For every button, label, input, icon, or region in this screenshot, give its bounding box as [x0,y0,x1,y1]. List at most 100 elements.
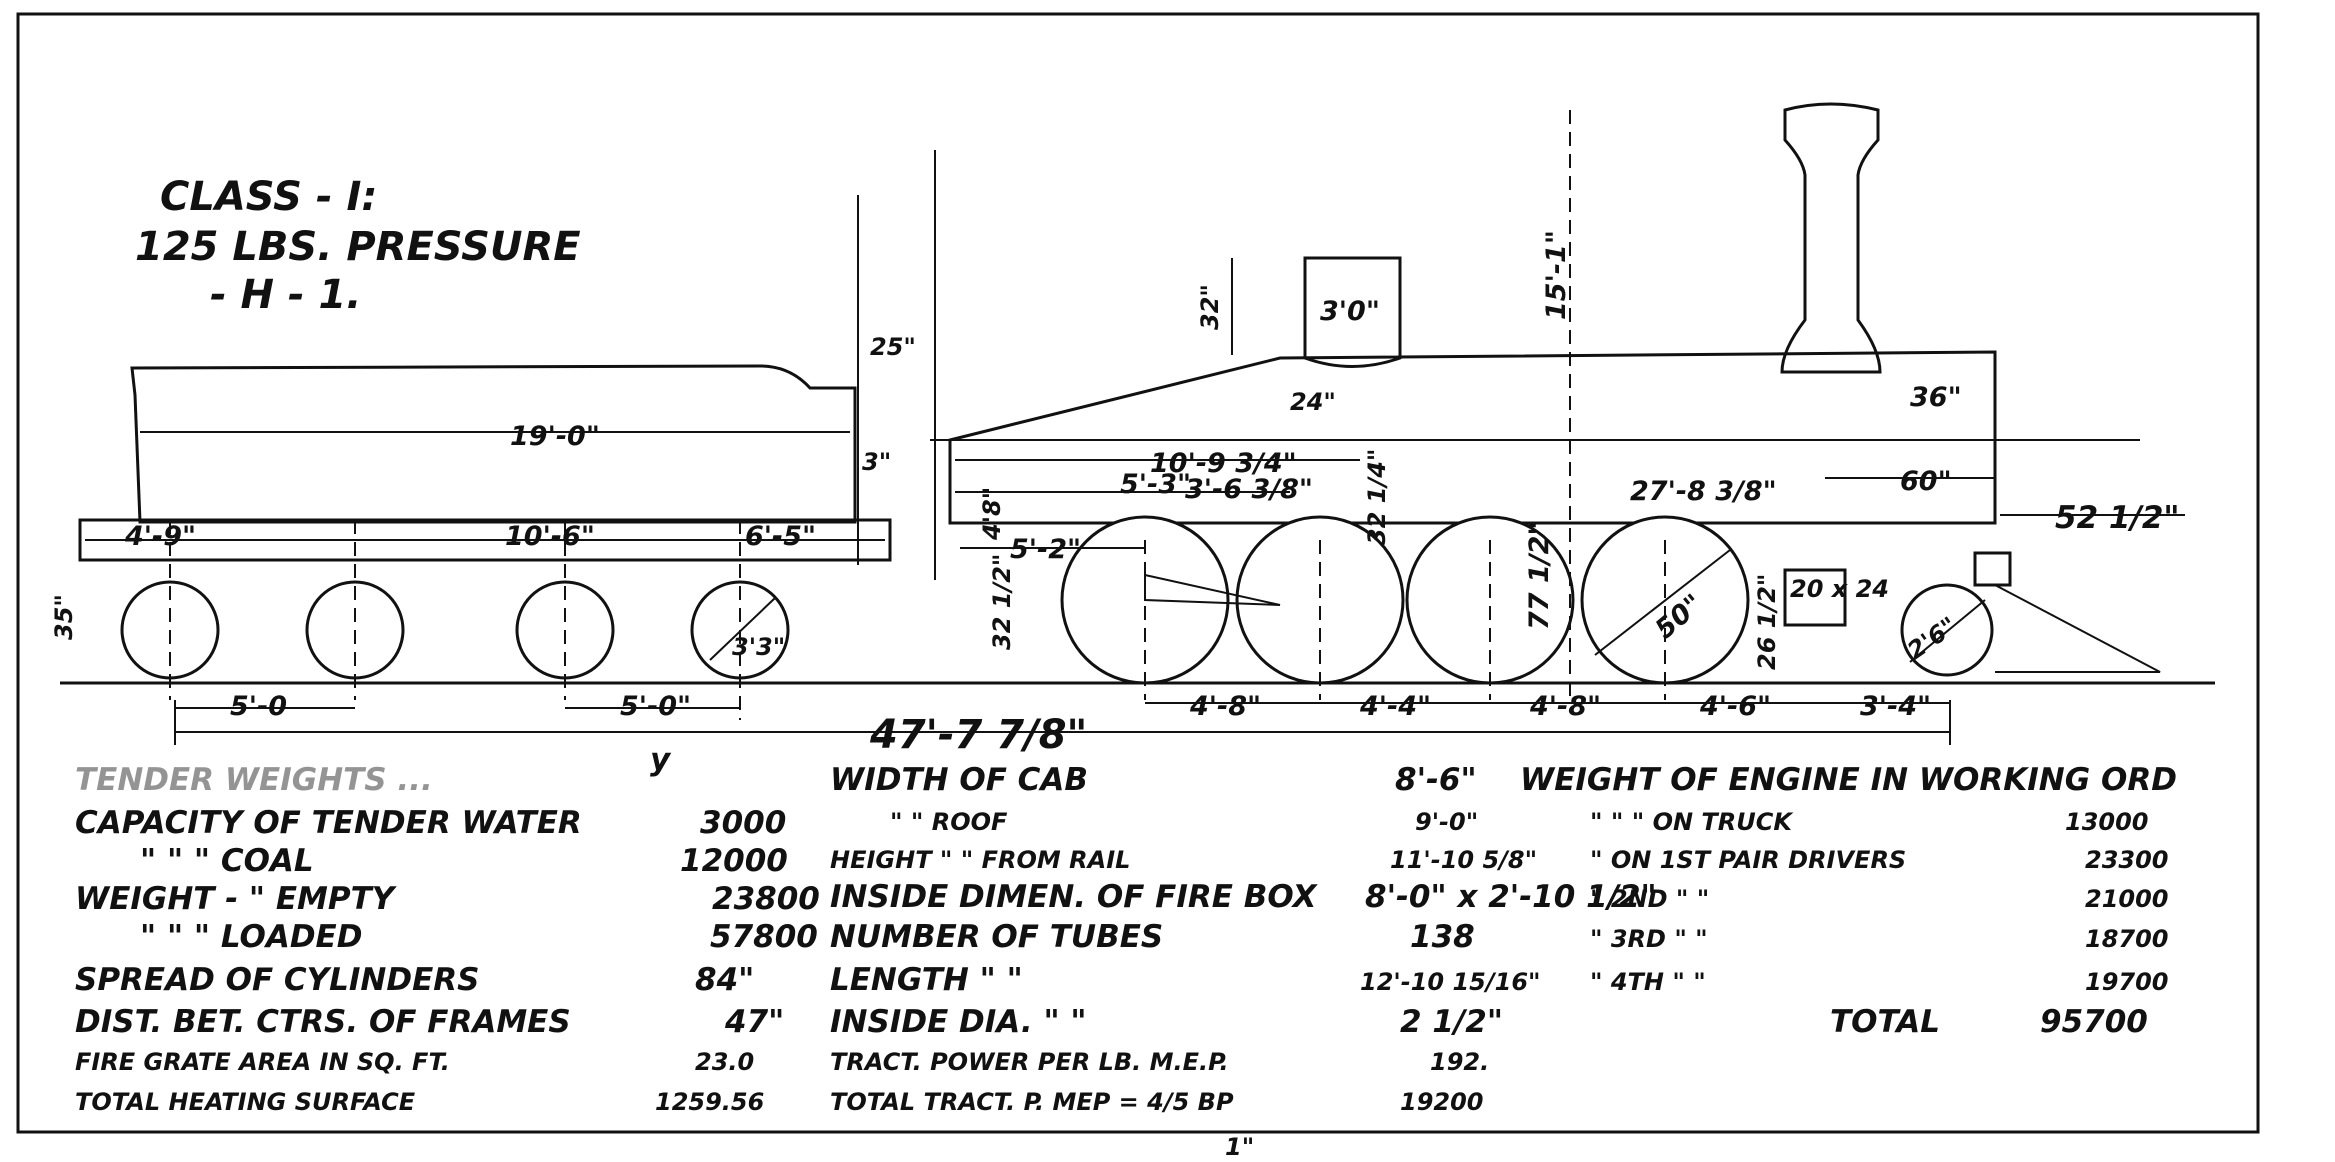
spec-mid-label-1: " " ROOF [890,808,1008,836]
dim-stack-offset: 36" [1910,382,1962,413]
cylinder [1783,568,1847,627]
spec-right-label-0: WEIGHT OF ENGINE IN WORKING ORD [1520,762,2177,798]
title-designation: - H - 1. [210,272,361,318]
title-class: CLASS - I: [160,174,377,220]
spec-right-label-1: " " " ON TRUCK [1590,808,1794,836]
tender [78,364,892,720]
spec-left-value-1: 3000 [700,805,786,841]
smoke-stack [1780,102,1882,374]
dim-boiler-e: 4'8" [978,487,1006,541]
dim-wheelbase4: 4'-6" [1699,691,1771,722]
dim-marker: y [650,742,672,778]
dim-wheelbase3: 4'-8" [1529,691,1601,722]
dim-tender-seg3: 6'-5" [745,521,816,552]
headlight [1973,551,2012,587]
spec-right-value-1: 13000 [2065,808,2149,836]
steam-dome [1303,256,1402,368]
dim-tender-height: 25" [870,333,916,361]
dim-boiler-b: 5'-3" [1120,469,1191,500]
spec-left-label-8: TOTAL HEATING SURFACE [75,1088,416,1116]
spec-mid-label-4: NUMBER OF TUBES [830,919,1163,955]
truck-wheel [1900,583,1994,677]
dim-tender-wheelbase1: 5'-0 [230,691,287,722]
spec-right-value-6: 95700 [2040,1004,2148,1040]
spec-left-label-0: TENDER WEIGHTS ... [75,762,433,798]
dim-dome-base: 24" [1290,388,1336,416]
spec-mid-label-6: INSIDE DIA. " " [830,1004,1087,1040]
title-pressure: 125 LBS. PRESSURE [135,224,581,270]
spec-right-value-4: 18700 [2085,925,2169,953]
boiler-body [948,350,1997,525]
spec-mid-value-1: 9'-0" [1415,808,1478,836]
spec-mid-value-4: 138 [1410,919,1475,955]
spec-table-left: TENDER WEIGHTS ... CAPACITY OF TENDER WA… [75,762,820,1116]
spec-mid-label-2: HEIGHT " " FROM RAIL [830,846,1130,874]
dim-dome-height: 32" [1196,284,1224,330]
spec-mid-label-7: TRACT. POWER PER LB. M.E.P. [830,1048,1229,1076]
spec-left-label-2: " " " COAL [140,843,314,879]
spec-table-right: WEIGHT OF ENGINE IN WORKING ORD " " " ON… [1520,762,2177,1040]
spec-right-label-4: " 3RD " " [1590,925,1708,953]
tender-frame [78,518,892,562]
dim-wheelbase2: 4'-4" [1359,691,1431,722]
spec-right-value-5: 19700 [2085,968,2169,996]
dim-tender-wheelbase2: 5'-0" [620,691,691,722]
spec-left-label-4: " " " LOADED [140,919,362,955]
spec-left-value-4: 57800 [710,919,818,955]
dim-boiler-f: 32 1/4" [1363,449,1391,545]
spec-mid-label-0: WIDTH OF CAB [830,762,1088,798]
spec-right-value-2: 23300 [2085,846,2169,874]
dim-smokebox: 60" [1900,466,1952,497]
dim-tender-wheel-dia: 3'3" [732,633,785,661]
dim-boiler-a: 10'-9 3/4" [1150,448,1297,479]
spec-left-label-5: SPREAD OF CYLINDERS [75,962,479,998]
dim-cylinder-height: 26 1/2" [1753,574,1781,670]
spec-left-value-6: 47" [724,1004,784,1040]
spec-table-middle: WIDTH OF CAB 8'-6" " " ROOF 9'-0" HEIGHT… [830,762,1657,1116]
dim-tender-axle-height: 35" [50,594,78,640]
spec-left-label-6: DIST. BET. CTRS. OF FRAMES [75,1004,571,1040]
dim-dome-width: 3'0" [1320,296,1380,327]
dim-boiler-c: 3'-6 3/8" [1185,474,1313,505]
spec-left-value-8: 1259.56 [655,1088,764,1116]
spec-left-value-2: 12000 [680,843,788,879]
tender-tank [130,364,857,524]
dim-cylinder-size: 20 x 24 [1790,575,1889,603]
dim-stack-height: 15'-1" [1541,230,1572,320]
spec-mid-value-6: 2 1/2" [1400,1004,1503,1040]
tender-wheel-dia-arrow [709,597,776,661]
spec-mid-value-8: 19200 [1400,1088,1484,1116]
spec-left-label-1: CAPACITY OF TENDER WATER [75,805,582,841]
dim-tender-seg2: 10'-6" [505,521,595,552]
sheet-border [16,12,2260,1134]
dim-driver-height: 77 1/2" [1524,522,1555,630]
spec-left-label-7: FIRE GRATE AREA IN SQ. FT. [75,1048,450,1076]
dim-wheelbase1: 4'-8" [1189,691,1261,722]
dim-boiler-d: 5'-2" [1010,534,1081,565]
spec-left-label-3: WEIGHT - " EMPTY [75,881,398,917]
driver-dia-arrow [1594,549,1731,656]
bottom-mark: 1" [1225,1133,1254,1161]
dim-cylinder-centerline: 32 1/2" [988,554,1016,650]
spec-mid-value-7: 192. [1430,1048,1489,1076]
spec-left-value-7: 23.0 [695,1048,754,1076]
spec-mid-value-0: 8'-6" [1395,762,1477,798]
spec-mid-label-5: LENGTH " " [830,962,1023,998]
dim-tender-length: 19'-0" [510,421,600,452]
spec-right-label-5: " 4TH " " [1590,968,1706,996]
dim-boiler-length: 27'-8 3/8" [1630,476,1777,507]
spec-mid-value-3: 8'-0" x 2'-10 1/2" [1365,879,1657,915]
dim-overall-length: 47'-7 7/8" [869,712,1087,758]
dim-tender-rail-drop: 3" [862,448,891,476]
spec-mid-value-2: 11'-10 5/8" [1390,846,1537,874]
dim-pilot-overhang: 52 1/2" [2055,500,2180,536]
spec-left-value-5: 84" [695,962,754,998]
spec-right-label-6: TOTAL [1830,1004,1940,1040]
spec-mid-label-3: INSIDE DIMEN. OF FIRE BOX [830,879,1319,915]
spec-right-label-3: " 2ND " " [1590,885,1709,913]
spec-right-label-2: " ON 1ST PAIR DRIVERS [1590,846,1906,874]
spec-left-value-3: 23800 [712,881,820,917]
dim-tender-seg1: 4'-9" [124,521,196,552]
